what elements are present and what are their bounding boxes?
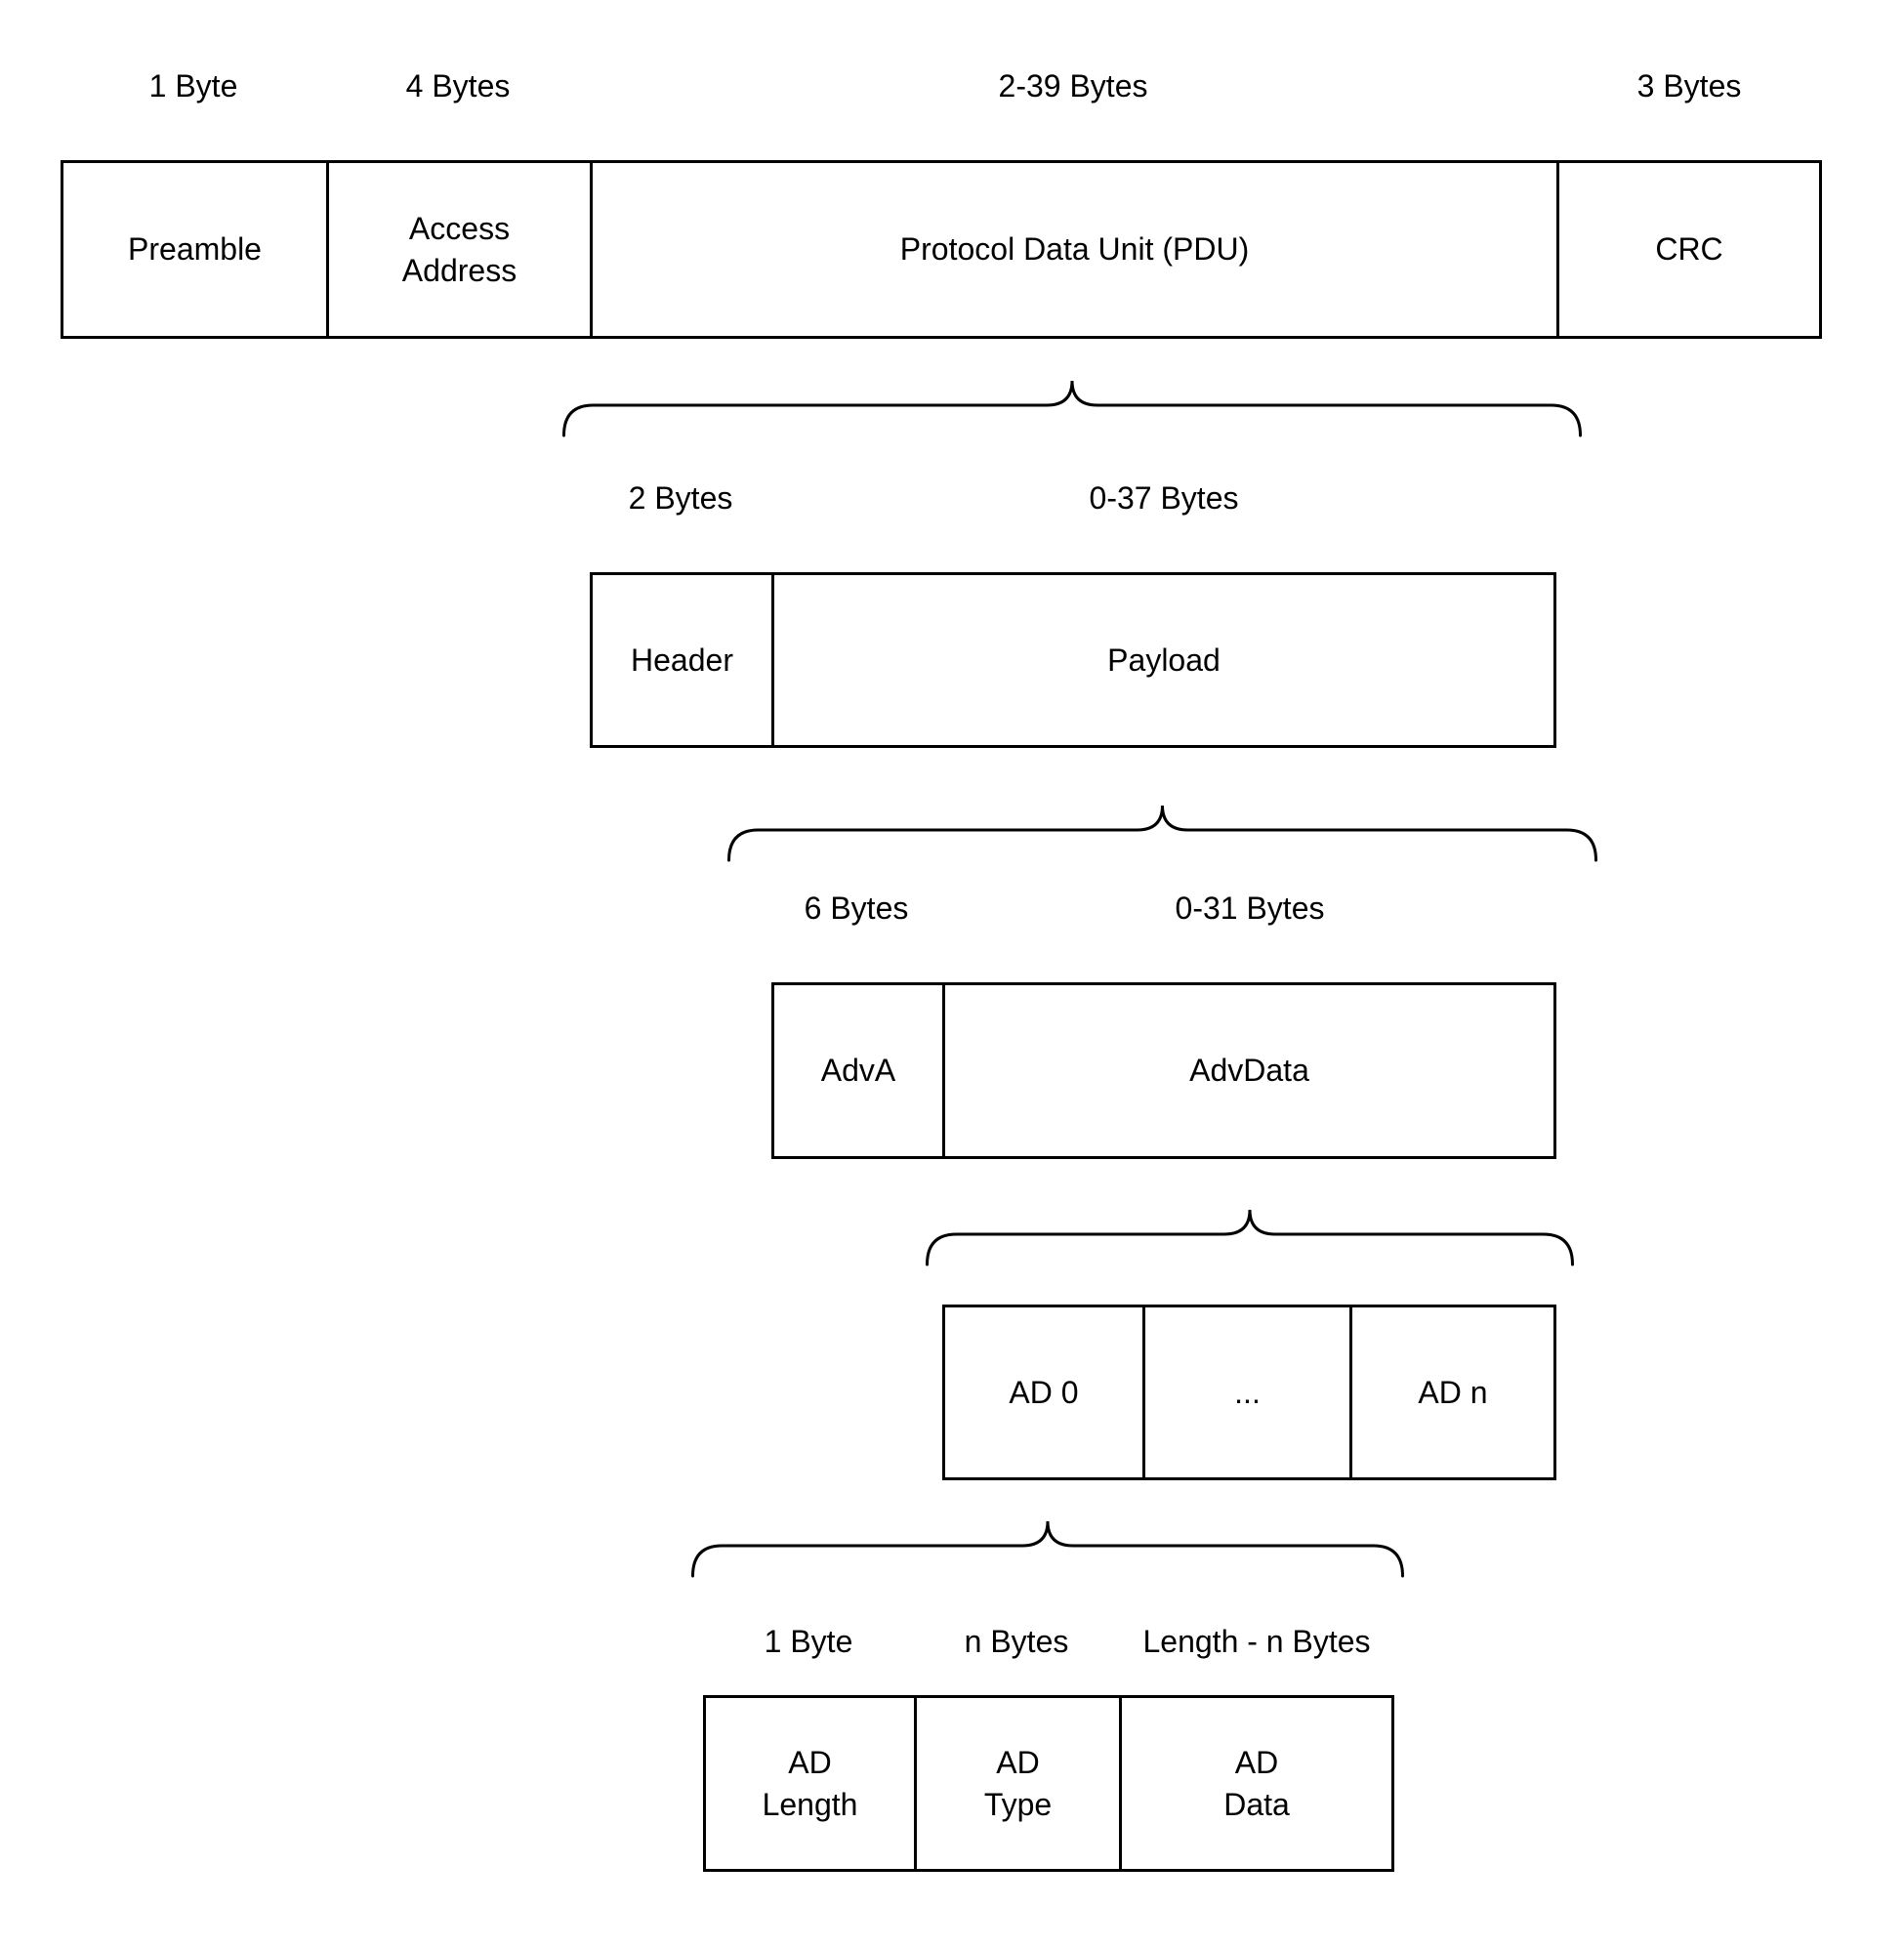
- size-label-ad-type: n Bytes: [964, 1624, 1069, 1659]
- size-label-ad-data: Length - n Bytes: [1142, 1624, 1371, 1659]
- size-label-header: 2 Bytes: [628, 480, 733, 516]
- size-label-ad-length: 1 Byte: [764, 1624, 853, 1659]
- size-label-pdu: 2-39 Bytes: [998, 68, 1148, 104]
- size-label-advdata: 0-31 Bytes: [1175, 891, 1325, 926]
- payload-row: AdvA AdvData: [771, 982, 1556, 1159]
- advdata-row: AD 0 ... AD n: [942, 1305, 1556, 1480]
- pdu-row: Header Payload: [590, 572, 1556, 748]
- size-label-access-address: 4 Bytes: [405, 68, 511, 104]
- brace-ad-expansion: [691, 1520, 1404, 1578]
- ad-structure-row: AD Length AD Type AD Data: [703, 1695, 1394, 1872]
- size-label-crc: 3 Bytes: [1636, 68, 1742, 104]
- field-ad-data: AD Data: [1119, 1695, 1394, 1872]
- field-advdata: AdvData: [942, 982, 1556, 1159]
- field-pdu: Protocol Data Unit (PDU): [590, 160, 1556, 339]
- packet-row: Preamble Access Address Protocol Data Un…: [61, 160, 1822, 339]
- brace-advdata-expansion: [926, 1209, 1574, 1266]
- field-crc: CRC: [1556, 160, 1822, 339]
- field-header: Header: [590, 572, 771, 748]
- size-label-payload: 0-37 Bytes: [1089, 480, 1239, 516]
- brace-pdu-expansion: [562, 380, 1582, 437]
- field-access-address: Access Address: [326, 160, 590, 339]
- field-ad-n: AD n: [1349, 1305, 1556, 1480]
- field-payload: Payload: [771, 572, 1556, 748]
- field-ad-length: AD Length: [703, 1695, 914, 1872]
- size-label-preamble: 1 Byte: [148, 68, 238, 104]
- size-label-adva: 6 Bytes: [804, 891, 909, 926]
- field-adva: AdvA: [771, 982, 942, 1159]
- field-ad-ellipsis: ...: [1142, 1305, 1349, 1480]
- field-ad-type: AD Type: [914, 1695, 1119, 1872]
- field-preamble: Preamble: [61, 160, 326, 339]
- field-ad-0: AD 0: [942, 1305, 1142, 1480]
- brace-payload-expansion: [727, 805, 1597, 862]
